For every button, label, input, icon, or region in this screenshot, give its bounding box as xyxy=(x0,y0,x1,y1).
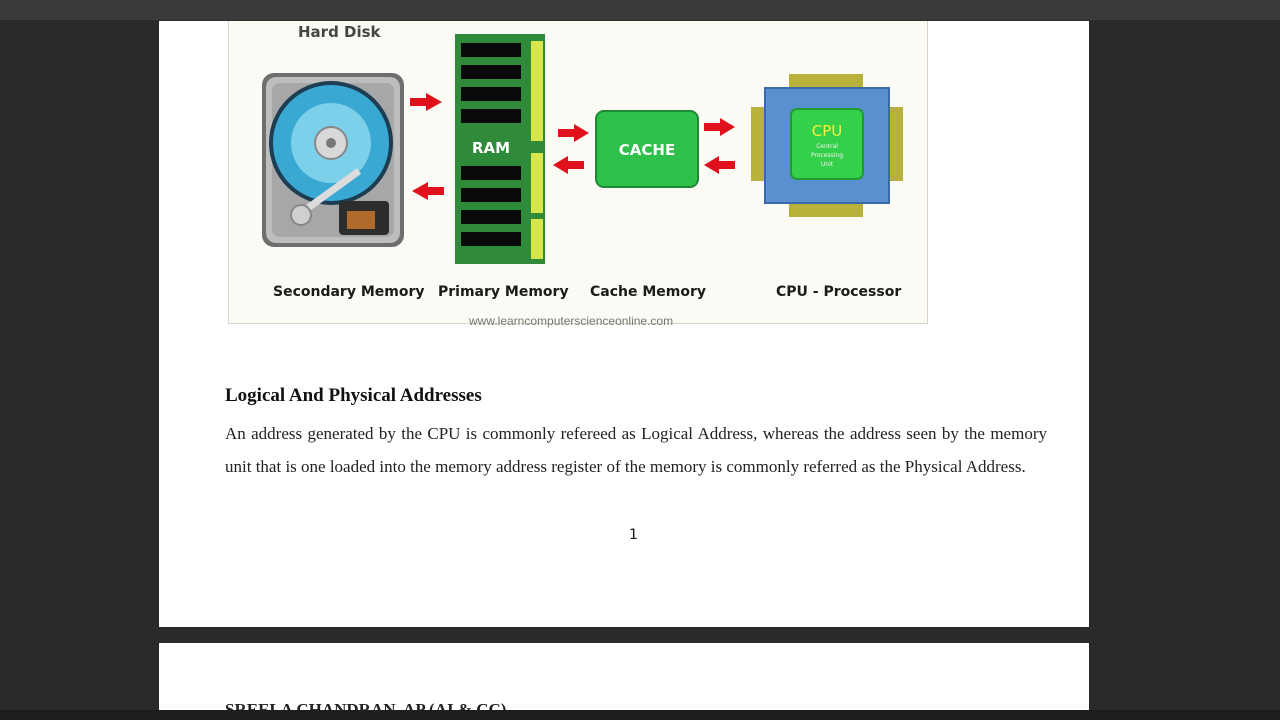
figure-source-url: www.learncomputerscienceonline.com xyxy=(469,314,674,328)
arrow-ram-to-cache xyxy=(558,124,589,142)
ram-icon xyxy=(455,34,545,264)
arrow-ram-to-disk xyxy=(412,182,444,200)
arrow-disk-to-ram xyxy=(410,93,442,111)
secondary-memory-caption: Secondary Memory xyxy=(273,284,425,300)
primary-memory-caption: Primary Memory xyxy=(438,284,569,300)
hard-disk-label: Hard Disk xyxy=(298,23,381,41)
arrow-cpu-to-cache xyxy=(704,156,735,174)
viewer-bottom-edge xyxy=(0,710,1280,720)
ram-label: RAM xyxy=(472,139,510,157)
next-document-page: SREELA CHANDRAN. AP (AI & CC) xyxy=(159,643,1089,713)
memory-hierarchy-figure: RAM CACHE xyxy=(228,21,928,328)
cache-label: CACHE xyxy=(619,141,675,159)
cache-memory-caption: Cache Memory xyxy=(590,284,707,300)
section-heading: Logical And Physical Addresses xyxy=(225,385,482,406)
viewer-toolbar xyxy=(0,0,1280,20)
page-header-author: SREELA CHANDRAN. AP (AI & CC) xyxy=(225,700,507,713)
cpu-label: CPU xyxy=(812,122,843,140)
page-number: 1 xyxy=(629,527,638,543)
arrow-cache-to-cpu xyxy=(704,118,735,136)
cpu-processor-caption: CPU - Processor xyxy=(776,284,902,300)
hard-disk-icon xyxy=(262,73,404,247)
arrow-cache-to-ram xyxy=(553,156,584,174)
cpu-icon xyxy=(751,74,903,217)
memory-hierarchy-diagram: RAM CACHE xyxy=(262,34,903,264)
section-paragraph: An address generated by the CPU is commo… xyxy=(225,424,1047,476)
cache-icon xyxy=(595,110,699,188)
cpu-sub-label-2: Processing xyxy=(811,152,843,159)
cpu-sub-label-1: Central xyxy=(816,143,838,150)
cpu-sub-label-3: Unit xyxy=(821,161,834,168)
document-page: RAM CACHE xyxy=(159,21,1089,627)
